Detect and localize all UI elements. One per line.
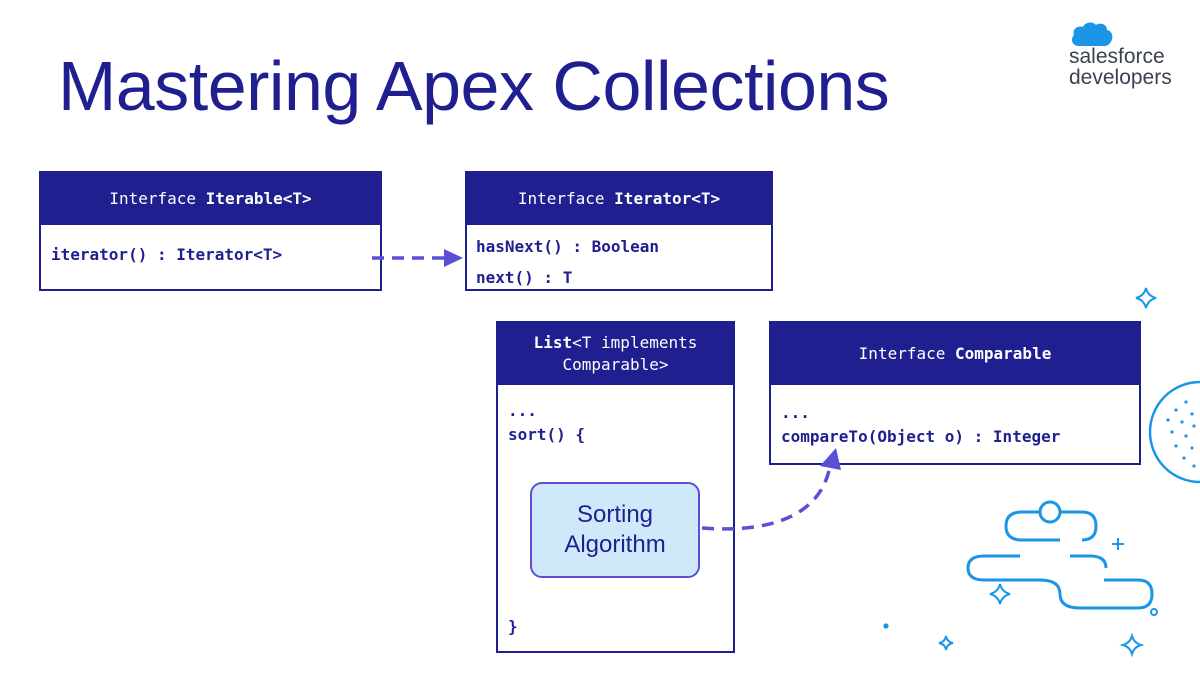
list-header-name: List: [533, 333, 573, 352]
algorithm-to-compareto-arrow: [701, 448, 841, 531]
decorative-sparkle-top: [1135, 287, 1157, 309]
sorting-algorithm-line1: Sorting: [576, 501, 654, 528]
list-header-line2: Comparable>: [562, 355, 669, 374]
comparable-interface-box: Interface Comparable ... compareTo(Objec…: [769, 321, 1141, 465]
comparable-method-compareto: compareTo(Object o) : Integer: [781, 427, 1061, 446]
list-header-rest-1: <T implements: [572, 333, 698, 352]
decorative-plus: [1112, 538, 1124, 550]
iterator-method-next: next() : T: [476, 268, 573, 287]
iterable-header: Interface Iterable<T>: [41, 173, 380, 225]
iterator-header-prefix: Interface: [517, 189, 615, 208]
logo-text-developers: developers: [1069, 66, 1172, 89]
sorting-algorithm-line2: Algorithm: [564, 531, 666, 558]
list-line-dots: ...: [508, 401, 537, 420]
decorative-sparkle-bottom: [938, 632, 1145, 658]
list-header: List<T implements Comparable>: [498, 323, 733, 385]
iterable-to-iterator-arrow: [372, 249, 463, 267]
decorative-dots: [883, 608, 1158, 629]
list-line-sort: sort() {: [508, 425, 586, 444]
list-body: ... sort() { }: [498, 385, 733, 651]
salesforce-cloud-icon: [1071, 22, 1113, 46]
iterable-method-iterator: iterator() : Iterator<T>: [51, 245, 283, 264]
comparable-body: ... compareTo(Object o) : Integer: [771, 385, 1139, 449]
list-line-close: }: [508, 617, 518, 636]
comparable-header: Interface Comparable: [771, 323, 1139, 385]
iterator-header: Interface Iterator<T>: [467, 173, 771, 225]
decorative-sparkle-mid: [989, 583, 1011, 605]
list-header-line1: List<T implements: [534, 332, 698, 354]
logo-text-salesforce: salesforce: [1069, 45, 1165, 68]
comparable-line-dots: ...: [781, 403, 810, 422]
iterator-header-name: Iterator<T>: [614, 189, 721, 208]
comparable-header-prefix: Interface: [858, 344, 955, 363]
decorative-wavy-lines: [966, 500, 1154, 610]
iterator-method-hasnext: hasNext() : Boolean: [476, 237, 660, 256]
decorative-dotted-circle: [1148, 380, 1200, 484]
comparable-header-name: Comparable: [955, 344, 1052, 363]
slide-title: Mastering Apex Collections: [58, 47, 890, 125]
iterable-interface-box: Interface Iterable<T> iterator() : Itera…: [39, 171, 382, 291]
iterable-body: iterator() : Iterator<T>: [41, 225, 380, 264]
sorting-algorithm-node: Sorting Algorithm: [530, 482, 700, 578]
iterable-header-prefix: Interface: [109, 189, 206, 208]
iterator-body: hasNext() : Boolean next() : T: [467, 225, 771, 293]
iterator-interface-box: Interface Iterator<T> hasNext() : Boolea…: [465, 171, 773, 291]
iterable-header-name: Iterable<T>: [205, 189, 312, 208]
